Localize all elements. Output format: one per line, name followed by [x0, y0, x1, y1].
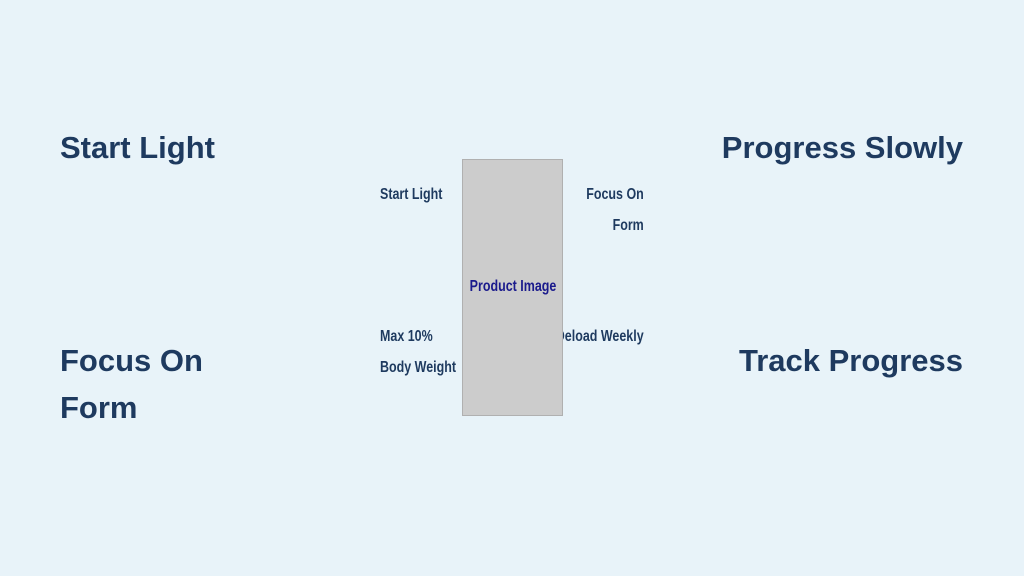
- label-focus-on-form: Focus On Form: [586, 179, 644, 241]
- label-line: Max 10%: [380, 328, 433, 345]
- label-start-light: Start Light: [380, 186, 443, 203]
- label-line: Form: [612, 217, 644, 234]
- heading-line: Form: [60, 390, 138, 425]
- heading-start-light: Start Light: [60, 130, 215, 165]
- heading-line: Focus On: [60, 343, 203, 378]
- label-deload-weekly: Deload Weekly: [556, 328, 644, 345]
- label-line: Body Weight: [380, 359, 457, 376]
- label-max-body-weight: Max 10% Body Weight: [380, 321, 456, 383]
- product-image-label: Product Image: [469, 278, 556, 295]
- product-image-placeholder: Product Image: [462, 159, 563, 416]
- heading-track-progress: Track Progress: [738, 343, 963, 378]
- heading-focus-on-form: Focus On Form: [60, 337, 203, 431]
- heading-progress-slowly: Progress Slowly: [721, 130, 963, 165]
- label-line: Focus On: [586, 186, 644, 203]
